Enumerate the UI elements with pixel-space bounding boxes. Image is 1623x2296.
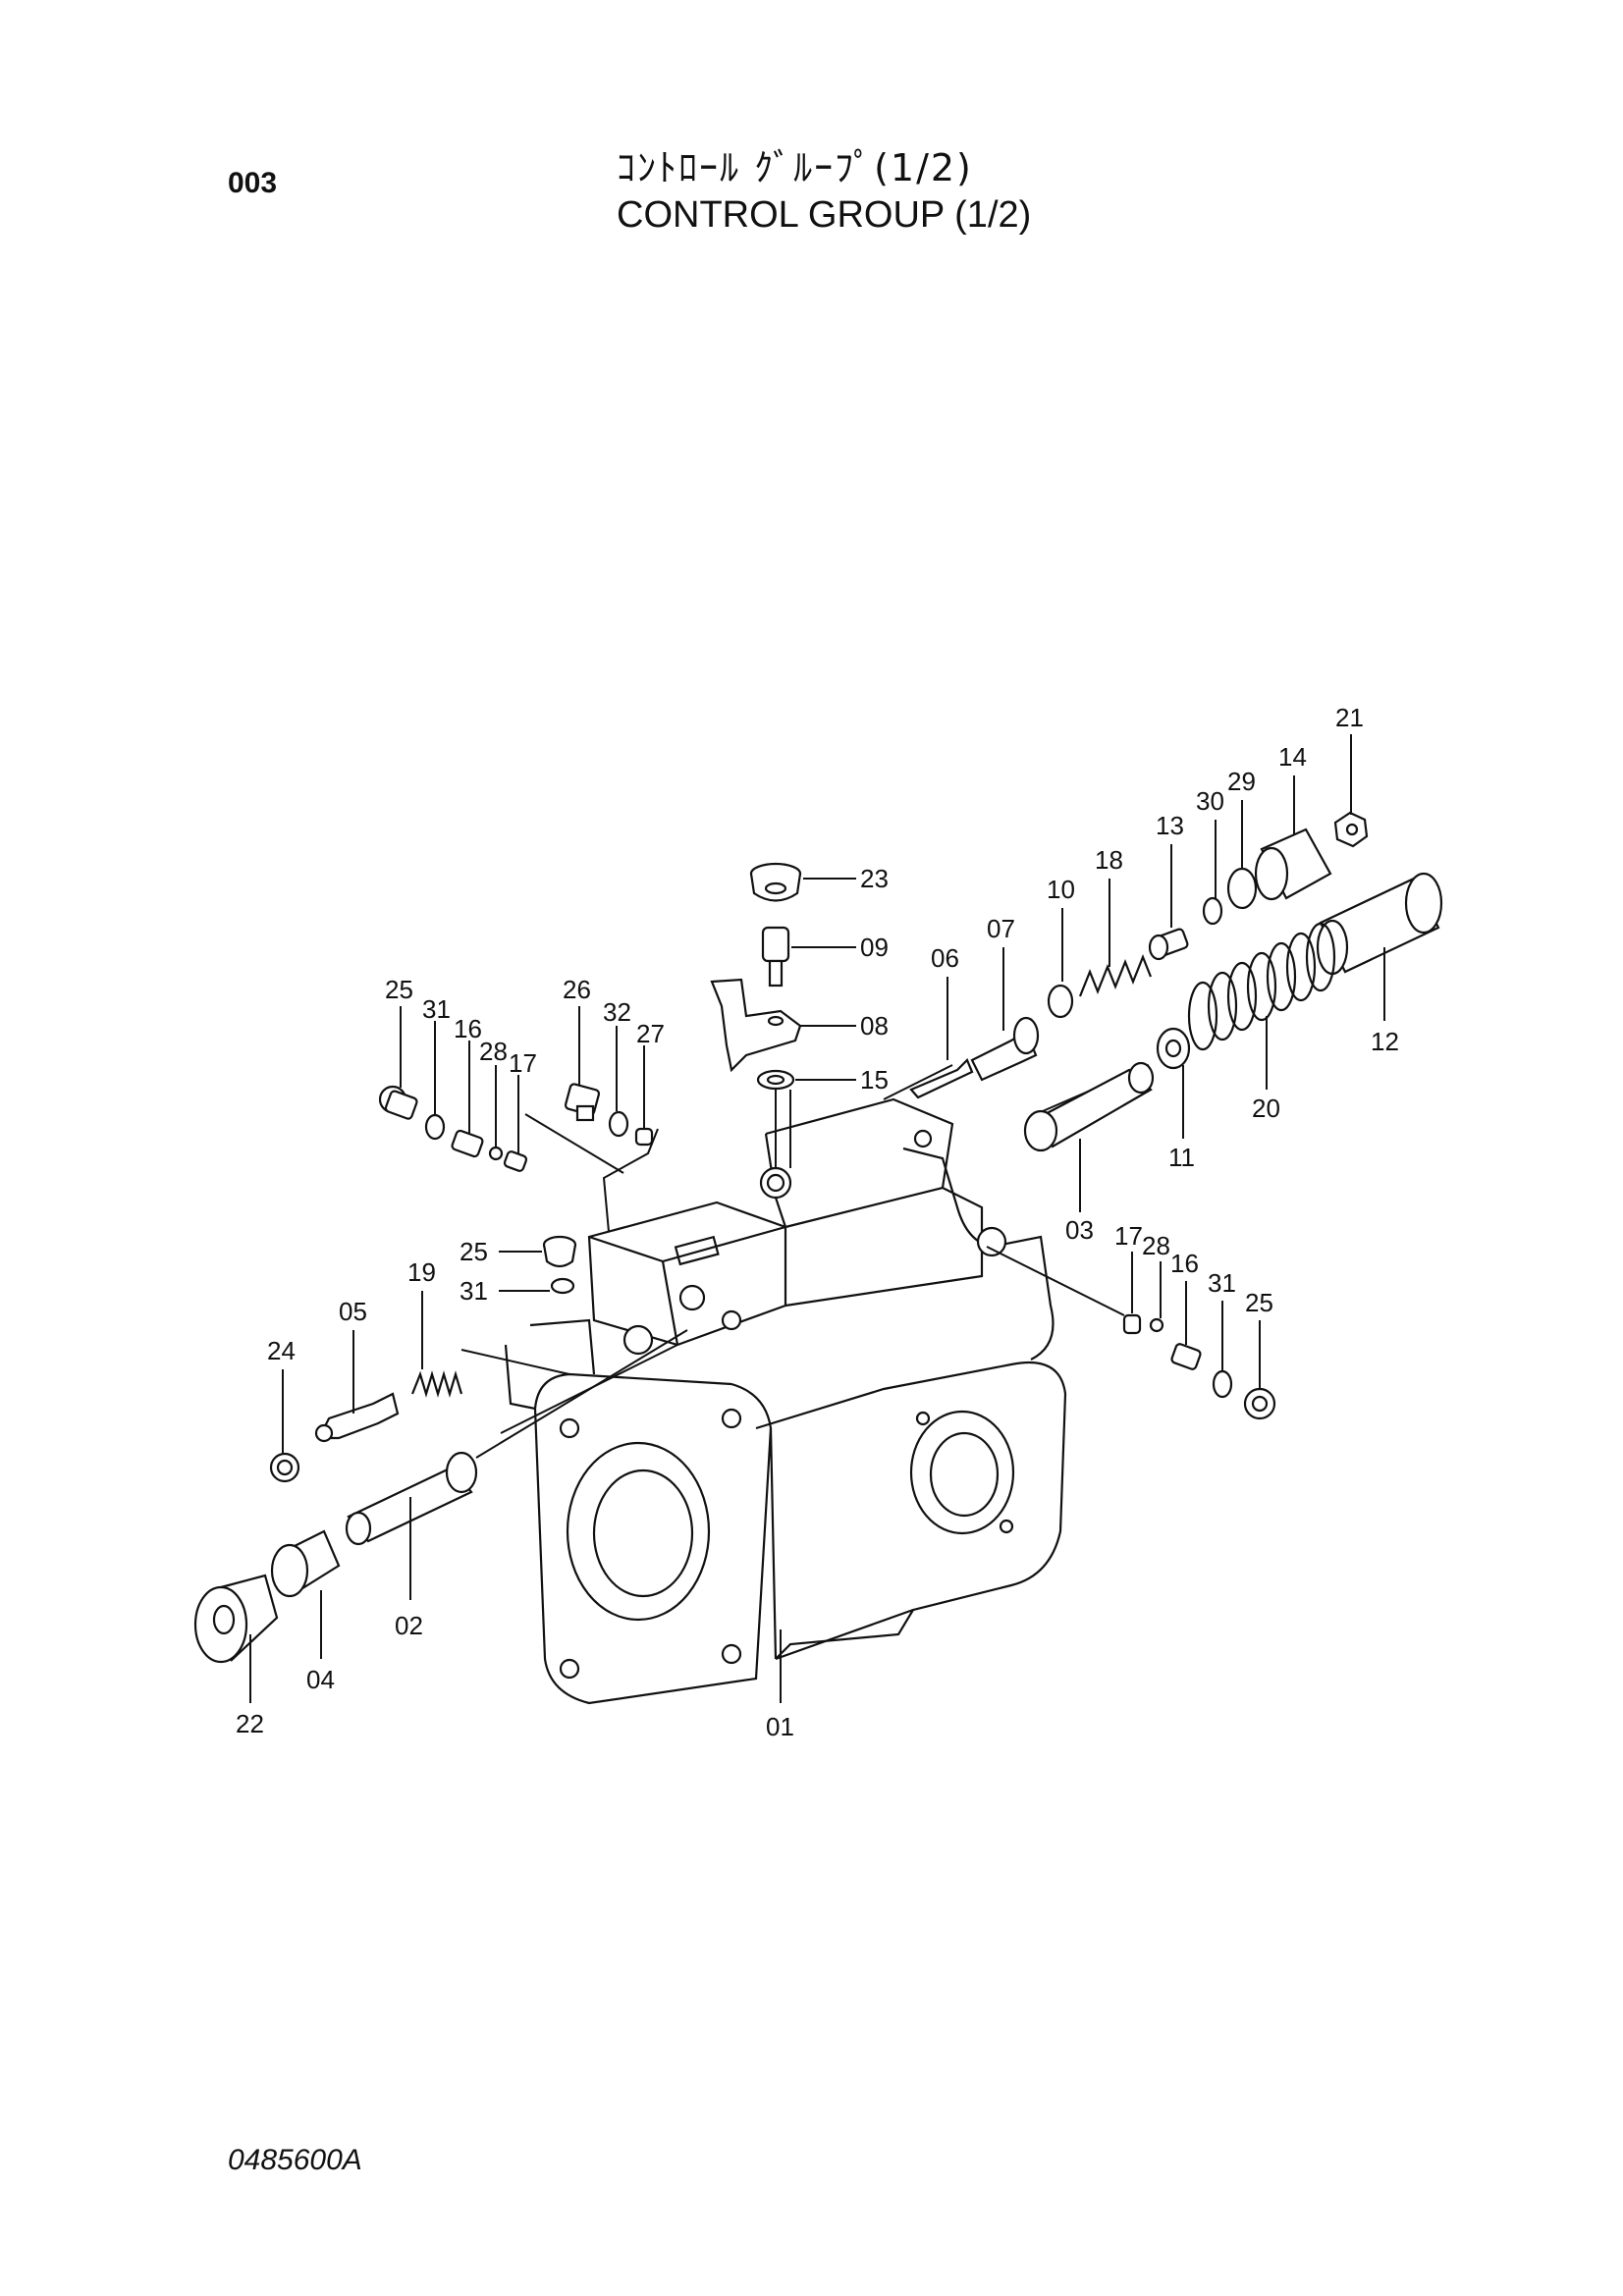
part-06-pin bbox=[909, 1058, 974, 1099]
callout-20: 20 bbox=[1252, 1094, 1280, 1123]
part-05-spool bbox=[314, 1392, 400, 1443]
callout-12: 12 bbox=[1371, 1027, 1399, 1056]
part-03-piston bbox=[1023, 1061, 1155, 1152]
part-22-plug bbox=[193, 1574, 279, 1664]
part-17-pin-right bbox=[1122, 1313, 1142, 1335]
part-18-spring bbox=[1078, 954, 1153, 997]
part-28-ball-right bbox=[1149, 1317, 1164, 1333]
callout-17-right: 17 bbox=[1114, 1221, 1143, 1251]
part-19-spring bbox=[410, 1370, 463, 1398]
part-04-cap bbox=[270, 1529, 341, 1598]
part-26-plug bbox=[564, 1083, 601, 1122]
part-25-plug-middle bbox=[542, 1235, 577, 1268]
callout-31-left-top: 31 bbox=[422, 994, 451, 1024]
callout-25-right: 25 bbox=[1245, 1288, 1273, 1317]
callout-15: 15 bbox=[860, 1065, 889, 1095]
callout-07: 07 bbox=[987, 914, 1015, 943]
callout-14: 14 bbox=[1278, 742, 1307, 772]
title-japanese: ｺﾝﾄﾛｰﾙ ｸﾞﾙｰﾌﾟ(1/2) bbox=[617, 146, 973, 189]
part-28-ball-left-top bbox=[488, 1146, 504, 1161]
part-25-plug-left-top bbox=[378, 1085, 418, 1120]
part-10-washer bbox=[1047, 984, 1074, 1019]
callout-17-left-top: 17 bbox=[509, 1048, 537, 1078]
part-15-washer bbox=[756, 1069, 795, 1091]
callout-26: 26 bbox=[563, 975, 591, 1004]
callout-25-middle: 25 bbox=[460, 1237, 488, 1266]
part-24-plug bbox=[269, 1452, 300, 1483]
callout-32: 32 bbox=[603, 997, 631, 1027]
callout-leaders bbox=[249, 734, 1385, 1703]
callout-11: 11 bbox=[1168, 1143, 1195, 1172]
callout-03: 03 bbox=[1065, 1215, 1094, 1245]
part-32-oring bbox=[608, 1110, 629, 1138]
part-27-pin bbox=[634, 1127, 654, 1147]
part-29-oring bbox=[1226, 867, 1258, 910]
part-12-tube bbox=[1316, 872, 1443, 976]
part-14-cap bbox=[1254, 828, 1332, 901]
callout-06: 06 bbox=[931, 943, 959, 973]
part-07-piston bbox=[970, 1016, 1040, 1082]
callout-28-right: 28 bbox=[1142, 1231, 1170, 1260]
callout-16-left-top: 16 bbox=[454, 1014, 482, 1043]
part-25-plug-right bbox=[1243, 1387, 1276, 1420]
callout-27: 27 bbox=[636, 1019, 665, 1048]
part-16-screw-right bbox=[1170, 1343, 1202, 1370]
callout-labels: 23 09 08 15 06 07 10 18 13 30 29 14 21 1… bbox=[236, 703, 1399, 1741]
callout-01: 01 bbox=[766, 1712, 794, 1741]
callout-10: 10 bbox=[1047, 875, 1075, 904]
page-number: 003 bbox=[228, 167, 278, 199]
callout-29: 29 bbox=[1227, 767, 1256, 796]
part-31-oring-middle bbox=[550, 1277, 575, 1295]
part-21-nut bbox=[1333, 811, 1369, 848]
callout-21: 21 bbox=[1335, 703, 1364, 732]
assembly-lines bbox=[460, 1064, 1150, 1459]
part-16-screw-left-top bbox=[451, 1129, 484, 1158]
callout-09: 09 bbox=[860, 933, 889, 962]
callout-19: 19 bbox=[407, 1257, 436, 1287]
part-20-spring bbox=[1187, 922, 1336, 1051]
part-13-screw bbox=[1148, 928, 1189, 961]
callout-31-right: 31 bbox=[1208, 1268, 1236, 1298]
callout-18: 18 bbox=[1095, 845, 1123, 875]
part-11-cap bbox=[1156, 1027, 1191, 1070]
callout-28-left-top: 28 bbox=[479, 1037, 508, 1066]
part-31-oring-left-top bbox=[424, 1113, 446, 1141]
part-09-pin bbox=[761, 926, 790, 988]
callout-25-left-top: 25 bbox=[385, 975, 413, 1004]
callout-16-right: 16 bbox=[1170, 1249, 1199, 1278]
callout-30: 30 bbox=[1196, 786, 1224, 816]
part-08-lever bbox=[710, 978, 802, 1073]
callout-02: 02 bbox=[395, 1611, 423, 1640]
callout-13: 13 bbox=[1156, 811, 1184, 840]
drawing-code: 0485600A bbox=[228, 2144, 362, 2176]
title-english: CONTROL GROUP (1/2) bbox=[617, 194, 1032, 236]
part-31-oring-right bbox=[1212, 1369, 1233, 1399]
part-17-pin-left-top bbox=[503, 1150, 528, 1172]
callout-08: 08 bbox=[860, 1011, 889, 1041]
part-30-oring bbox=[1202, 896, 1223, 926]
callout-22: 22 bbox=[236, 1709, 264, 1738]
callout-31-middle: 31 bbox=[460, 1276, 488, 1306]
callout-04: 04 bbox=[306, 1665, 335, 1694]
part-23-plug bbox=[749, 862, 802, 902]
callout-23: 23 bbox=[860, 864, 889, 893]
callout-24: 24 bbox=[267, 1336, 296, 1365]
pump-housing bbox=[504, 1097, 1067, 1705]
callout-05: 05 bbox=[339, 1297, 367, 1326]
